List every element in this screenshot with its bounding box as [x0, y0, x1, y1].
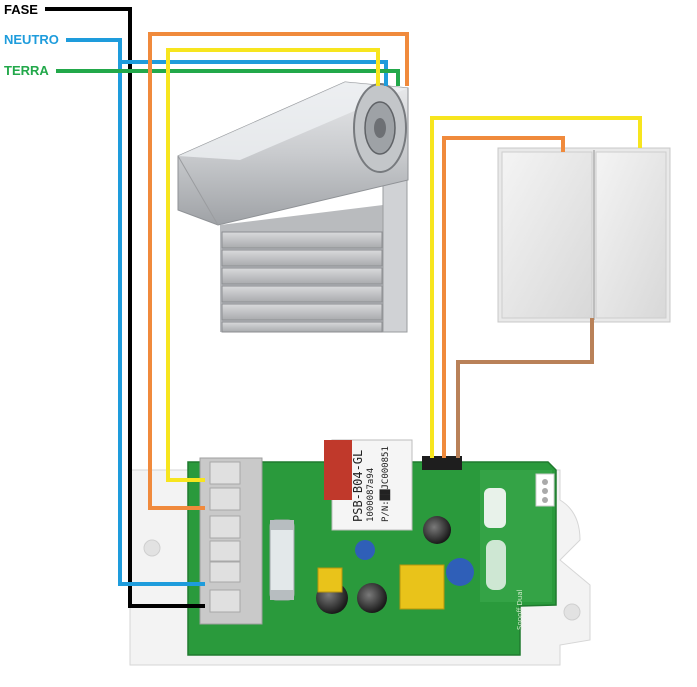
board-name-text: Sonoff Dual — [516, 589, 524, 630]
wires — [45, 7, 642, 608]
wire-brown-switch — [456, 318, 594, 458]
relay-part-number-text: P/N:██JC000851 — [381, 446, 391, 522]
label-fase: FASE — [4, 2, 38, 17]
pin-header — [422, 456, 462, 470]
terminal-block — [199, 457, 263, 625]
wire-yellow-motor — [166, 48, 380, 482]
sonoff-dual-pcb-icon — [129, 439, 591, 666]
wire-orange-switch — [442, 136, 565, 458]
blue-capacitor — [446, 558, 474, 586]
shutter-slats — [221, 231, 383, 333]
switch-rocker-right — [595, 151, 667, 319]
transformer — [399, 564, 445, 610]
wire-orange-motor — [148, 32, 409, 510]
label-terra: TERRA — [4, 63, 49, 78]
label-neutro: NEUTRO — [4, 32, 59, 47]
enclosure-screw-hole — [143, 539, 161, 557]
pcb-board — [187, 461, 557, 656]
fuse — [269, 519, 295, 601]
relay-model-text: PSB-B04-GL — [351, 449, 365, 522]
wire-fase — [45, 7, 205, 608]
board-button — [484, 488, 506, 528]
shutter-side-rail — [382, 177, 408, 333]
wire-neutro-motor — [120, 60, 388, 86]
wire-yellow-switch — [430, 116, 642, 458]
relay-serial-text: 1000087a94 — [366, 467, 376, 522]
double-wall-switch-icon — [497, 147, 671, 323]
roller-shutter-motor-icon — [177, 81, 409, 333]
relay-red-cap — [324, 440, 352, 500]
switch-rocker-left — [501, 151, 593, 319]
wire-neutro-board — [66, 38, 205, 586]
